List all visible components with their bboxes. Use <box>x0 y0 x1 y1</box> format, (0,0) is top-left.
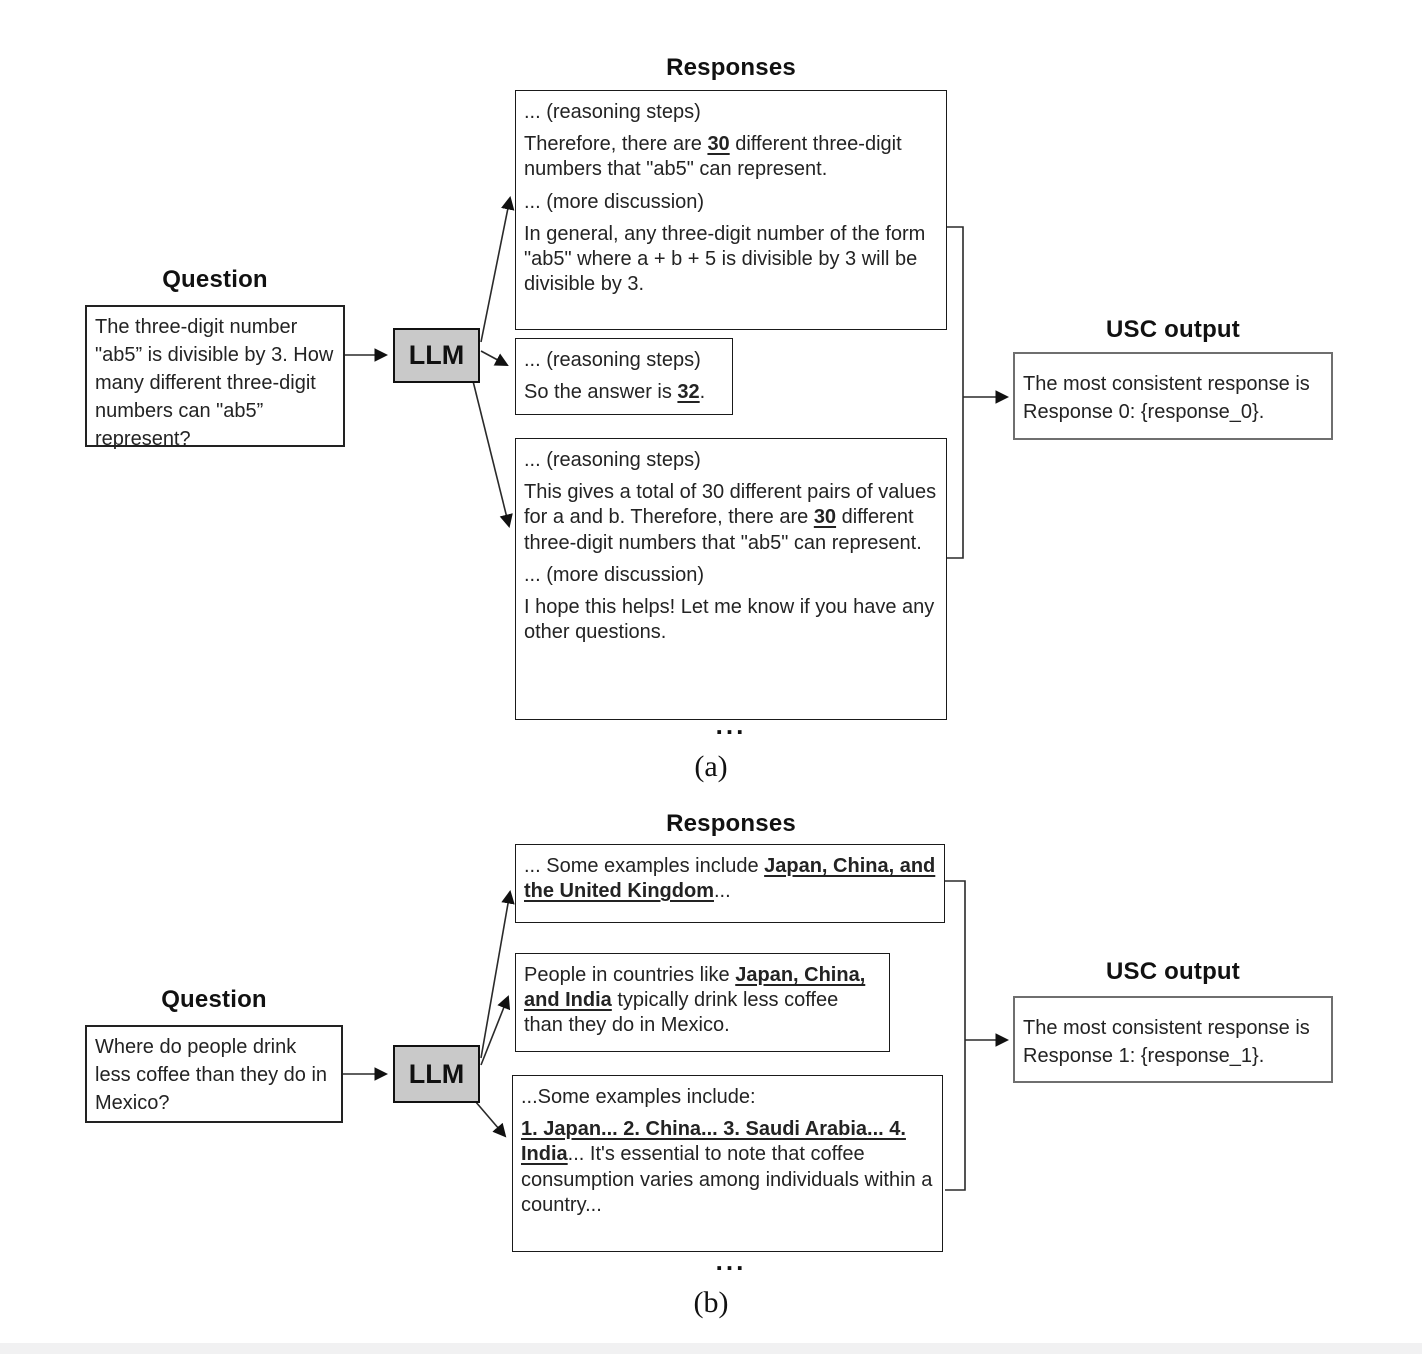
highlighted-answer-text: 30 <box>813 506 837 529</box>
llm-box-b: LLM <box>393 1045 480 1103</box>
response-box-b1: ... Some examples include Japan, China, … <box>515 844 945 923</box>
caption-a: (a) <box>694 750 728 783</box>
response-box-a2: ... (reasoning steps) So the answer is 32… <box>515 338 733 415</box>
response-text: ... (more discussion) <box>524 563 705 586</box>
response-text: typically drink less coffee than they do… <box>524 989 839 1037</box>
response-box-b3: ...Some examples include: 1. Japan... 2. … <box>512 1075 943 1252</box>
arrow-llm-to-response2-a <box>480 350 509 366</box>
question-header-a: Question <box>162 266 268 293</box>
response-text: This gives a total of 30 different pairs… <box>524 481 937 529</box>
question-header-b: Question <box>161 986 267 1013</box>
responses-header-a: Responses <box>666 54 796 81</box>
arrow-llm-to-response3-b <box>474 1100 507 1138</box>
response-text: ... Some examples include <box>524 855 765 877</box>
response-text: different three-digit numbers that "ab5"… <box>524 133 902 181</box>
responses-ellipsis-a: ... <box>715 710 747 740</box>
response-text: I hope this helps! Let me know if you ha… <box>524 595 935 644</box>
response-text: ... (reasoning steps) <box>524 349 701 371</box>
response-box-a1: ... (reasoning steps) Therefore, there ar… <box>515 90 947 330</box>
highlighted-answer-text: Japan, China, and the United Kingdom <box>524 855 936 903</box>
usc-header-b: USC output <box>1106 958 1240 985</box>
response-box-b2: People in countries like Japan, China, a… <box>515 953 890 1052</box>
response-text: ... <box>713 880 731 903</box>
arrow-llm-to-response3-a <box>472 380 513 528</box>
response-text: Therefore, there are <box>524 133 708 156</box>
caption-b: (b) <box>693 1286 729 1319</box>
highlighted-answer-text: Japan, China, and India <box>524 964 866 1012</box>
response-text: different three-digit numbers that "ab5"… <box>524 506 922 554</box>
response-text: In general, any three-digit number of th… <box>524 222 926 296</box>
bracket-responses-b <box>945 880 966 1191</box>
bracket-responses-a <box>947 226 964 559</box>
question-box-b: Where do people drink less coffee than t… <box>85 1025 343 1123</box>
response-box-a3: ... (reasoning steps) This gives a total … <box>515 438 947 720</box>
question-box-a: The three-digit number "ab5” is divisibl… <box>85 305 345 450</box>
arrow-llm-to-response1-b <box>480 889 515 1059</box>
responses-header-b: Responses <box>666 810 796 837</box>
response-text: ... (reasoning steps) <box>524 449 701 471</box>
llm-box-a: LLM <box>393 328 480 383</box>
responses-ellipsis-b: ... <box>715 1246 747 1276</box>
response-text: ... It's essential to note that coffee c… <box>521 1143 933 1216</box>
response-text: People in countries like <box>524 964 736 986</box>
page-bottom-strip <box>0 1343 1422 1354</box>
response-text: ...Some examples include: <box>521 1086 756 1108</box>
usc-box-a: The most consistent response is Response… <box>1013 352 1333 440</box>
response-text: ... (more discussion) <box>524 190 705 213</box>
highlighted-answer-text: 30 <box>707 133 730 156</box>
response-text: ... (reasoning steps) <box>524 101 701 123</box>
response-text: So the answer is <box>524 381 678 404</box>
arrow-llm-to-response1-a <box>480 196 515 343</box>
highlighted-answer-text: 1. Japan... 2. China... 3. Saudi Arabia.… <box>521 1118 906 1166</box>
arrow-llm-to-response2-b <box>480 995 511 1066</box>
response-text: . <box>699 381 706 404</box>
usc-box-b: The most consistent response is Response… <box>1013 996 1333 1083</box>
highlighted-answer-text: 32 <box>677 381 700 404</box>
usc-header-a: USC output <box>1106 316 1240 343</box>
